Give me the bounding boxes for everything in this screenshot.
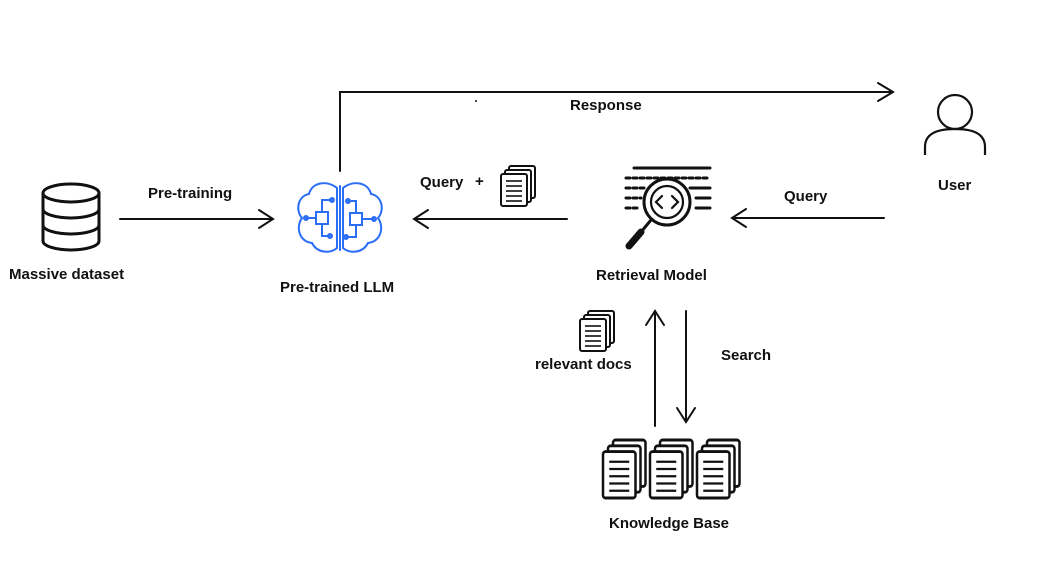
magnifier-code-icon [624, 166, 712, 250]
node-label-user: User [938, 177, 972, 194]
node-label-retrieval: Retrieval Model [596, 267, 707, 284]
edge-label-response: Response [570, 97, 642, 114]
brain-chip-icon [297, 182, 383, 253]
edge-label-search: Search [721, 347, 772, 364]
database-icon [41, 182, 101, 252]
arrow-search [676, 310, 696, 424]
speck-dot [475, 100, 477, 102]
user-icon [923, 93, 987, 155]
node-label-dataset: Massive dataset [9, 266, 125, 283]
arrow-pretraining [119, 209, 275, 229]
arrow-response [339, 82, 895, 172]
node-label-llm: Pre-trained LLM [280, 279, 395, 296]
arrow-query-docs [412, 209, 568, 229]
edge-label-relevant-docs: relevant docs [535, 356, 632, 373]
node-label-kb: Knowledge Base [609, 515, 730, 532]
arrow-relevant-docs [645, 309, 665, 427]
arrow-query-user [730, 208, 885, 228]
edge-label-query-user: Query [784, 188, 828, 205]
edge-label-query-docs: Query [420, 174, 464, 191]
documents-icon [500, 165, 536, 207]
documents-icon [579, 310, 615, 352]
edge-label-pretraining: Pre-training [148, 185, 233, 202]
edge-label-plus: + [475, 173, 484, 190]
document-stacks-icon [601, 438, 741, 500]
